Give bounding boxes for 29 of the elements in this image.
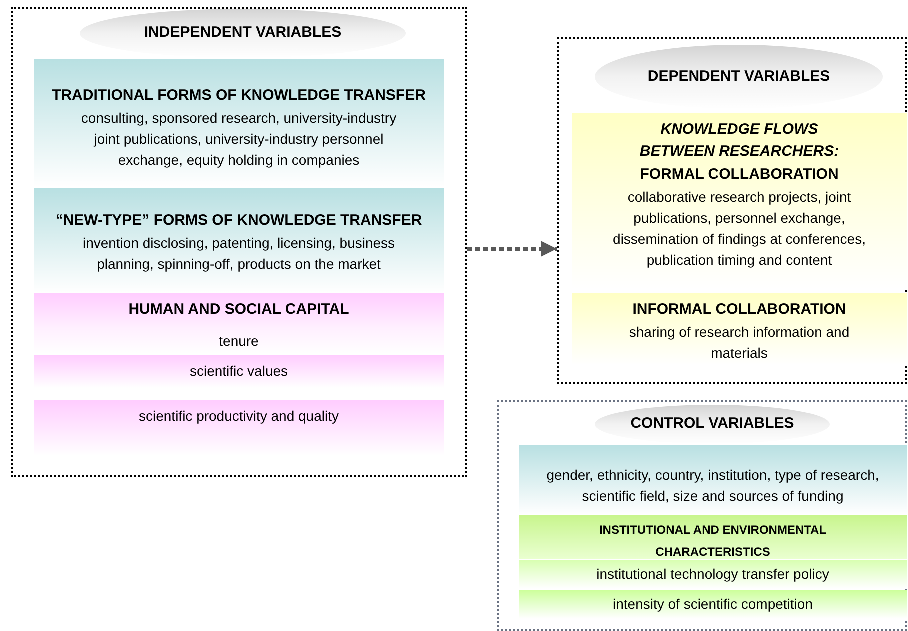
- color-band: [519, 445, 907, 515]
- band-text: gender, ethnicity, country, institution, type of research, scientific field, size and sources of funding: [546, 466, 880, 506]
- group-frame: [497, 400, 907, 631]
- band-heading: INSTITUTIONAL AND ENVIRONMENTAL CHARACTERISTICS: [598, 522, 828, 561]
- band-text: sharing of research information and materials: [628, 323, 851, 363]
- color-band: [572, 113, 907, 289]
- band-text: intensity of scientific competition: [612, 595, 814, 614]
- band-text: consulting, sponsored research, university-industry joint publications, university-industry personnel exchange, equity holding in companies: [80, 109, 398, 170]
- band-text: collaborative research projects, joint publications, personnel exchange, dissemination of findings at conferences, publication timing and content: [612, 188, 867, 270]
- band-heading: KNOWLEDGE FLOWS BETWEEN RESEARCHERS:: [638, 120, 840, 162]
- color-band: [34, 355, 444, 388]
- band-text: tenure: [218, 332, 260, 351]
- color-band: [572, 293, 907, 365]
- band-text: scientific productivity and quality: [138, 407, 340, 426]
- band-text: institutional technology transfer policy: [596, 565, 830, 584]
- color-band: [519, 515, 907, 559]
- band-text: scientific values: [188, 362, 290, 381]
- band-heading: FORMAL COLLABORATION: [639, 165, 840, 185]
- group-frame: [11, 7, 467, 477]
- color-band: [519, 560, 907, 589]
- band-heading: TRADITIONAL FORMS OF KNOWLEDGE TRANSFER: [51, 86, 427, 106]
- dashed-arrow: [467, 241, 557, 257]
- color-band: [519, 590, 907, 619]
- band-text: invention disclosing, patenting, licensing, business planning, spinning-off, products on the market: [82, 234, 396, 274]
- color-band: [34, 293, 444, 329]
- band-heading: HUMAN AND SOCIAL CAPITAL: [128, 300, 350, 320]
- band-heading: “NEW-TYPE” FORMS OF KNOWLEDGE TRANSFER: [54, 211, 424, 231]
- band-heading: INFORMAL COLLABORATION: [632, 300, 848, 320]
- group-frame: [557, 37, 907, 384]
